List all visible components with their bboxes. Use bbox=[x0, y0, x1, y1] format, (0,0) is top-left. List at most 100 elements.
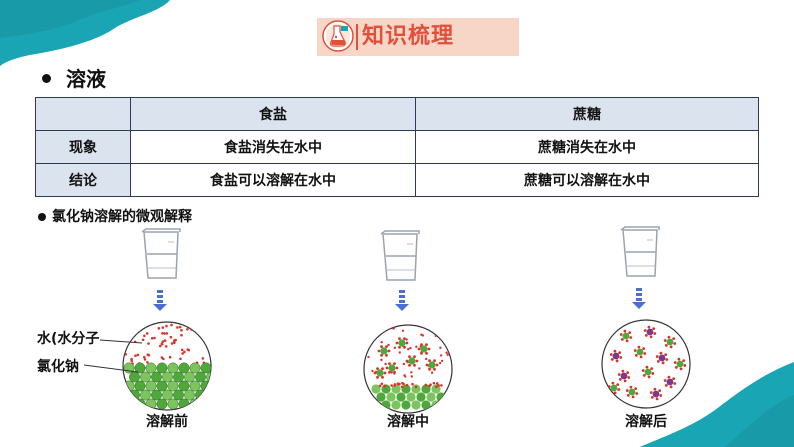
water-molecule bbox=[136, 353, 140, 357]
water-molecule bbox=[427, 347, 431, 351]
water-molecule bbox=[165, 324, 168, 328]
sodium-chloride-ion bbox=[401, 400, 411, 410]
water-molecule bbox=[647, 325, 651, 329]
water-molecule bbox=[393, 362, 396, 366]
sodium-ion bbox=[610, 384, 618, 392]
sodium-chloride-ion bbox=[391, 400, 401, 410]
water-molecule bbox=[401, 381, 404, 385]
water-molecule bbox=[173, 341, 176, 345]
arrow-down-icon bbox=[153, 290, 167, 311]
water-molecule bbox=[383, 371, 387, 375]
stage-caption: 溶解前 bbox=[146, 414, 188, 430]
water-molecule bbox=[420, 343, 423, 347]
sodium-chloride-ion bbox=[381, 400, 391, 410]
water-molecule bbox=[623, 379, 627, 383]
water-molecule bbox=[181, 352, 184, 355]
water-molecule bbox=[186, 327, 189, 331]
water-molecule bbox=[410, 375, 413, 378]
water-molecule bbox=[617, 388, 621, 391]
water-molecule bbox=[124, 352, 128, 356]
water-molecule bbox=[413, 355, 416, 359]
water-molecule bbox=[380, 345, 383, 349]
water-molecule bbox=[165, 332, 169, 335]
sodium-chloride-ion bbox=[184, 371, 195, 383]
water-molecule bbox=[656, 359, 660, 363]
table-row: 现象 食盐消失在水中 蔗糖消失在水中 bbox=[35, 130, 759, 164]
sodium-chloride-ion bbox=[178, 380, 190, 392]
water-molecule bbox=[403, 337, 406, 341]
water-molecule bbox=[430, 371, 434, 374]
water-molecule bbox=[432, 381, 436, 385]
water-molecule bbox=[664, 383, 668, 387]
water-molecule bbox=[405, 341, 409, 345]
water-molecule bbox=[411, 382, 414, 386]
water-molecule bbox=[395, 341, 399, 345]
water-molecule bbox=[679, 367, 683, 371]
water-molecule bbox=[146, 360, 149, 364]
section-bullet bbox=[42, 74, 51, 83]
water-molecule bbox=[164, 345, 168, 348]
chloride-ion bbox=[666, 378, 674, 386]
water-molecule bbox=[618, 377, 622, 381]
label-leader-lines bbox=[83, 339, 143, 373]
water-molecule bbox=[178, 325, 182, 329]
water-molecule bbox=[170, 323, 173, 327]
sodium-chloride-ion bbox=[156, 380, 168, 392]
sodium-chloride-ion bbox=[411, 384, 421, 394]
water-molecule bbox=[669, 345, 673, 349]
water-molecule bbox=[644, 333, 648, 337]
water-molecule bbox=[428, 359, 431, 363]
water-molecule bbox=[652, 327, 656, 331]
water-molecule bbox=[634, 353, 638, 357]
header-separator bbox=[356, 24, 358, 50]
sodium-chloride-ion bbox=[376, 392, 386, 402]
water-molecule bbox=[425, 343, 428, 347]
water-molecule bbox=[168, 355, 172, 359]
table-header-cell: 蔗糖 bbox=[415, 97, 759, 131]
water-molecule bbox=[610, 357, 614, 361]
water-molecule bbox=[425, 363, 429, 367]
water-molecule bbox=[161, 340, 165, 343]
water-molecule bbox=[663, 379, 667, 382]
water-molecule bbox=[397, 383, 400, 386]
table-header-cell: 食盐 bbox=[130, 97, 416, 131]
water-molecule bbox=[625, 389, 629, 392]
water-molecule bbox=[402, 362, 406, 366]
water-molecule bbox=[650, 395, 654, 399]
arrow-down-icon bbox=[395, 290, 409, 311]
beaker-icon bbox=[380, 230, 420, 281]
microscopic-view-before bbox=[122, 321, 212, 411]
sodium-chloride-ion bbox=[134, 380, 146, 392]
water-molecule bbox=[659, 394, 663, 397]
water-molecule bbox=[647, 375, 651, 379]
water-molecule bbox=[403, 345, 406, 349]
water-molecule bbox=[611, 381, 615, 385]
sodium-chloride-ion bbox=[189, 362, 201, 374]
sodium-ion bbox=[380, 347, 388, 355]
water-molecule bbox=[141, 338, 145, 342]
water-molecule bbox=[641, 369, 645, 372]
water-molecule bbox=[617, 373, 621, 376]
water-molecule bbox=[673, 361, 677, 364]
sodium-chloride-ion bbox=[134, 362, 146, 374]
water-molecule bbox=[425, 357, 428, 361]
water-molecule bbox=[371, 369, 374, 373]
water-molecule bbox=[428, 367, 431, 371]
water-molecule bbox=[380, 358, 383, 362]
sodium-ion bbox=[398, 339, 406, 347]
sodium-chloride-ion bbox=[195, 371, 206, 383]
water-molecule bbox=[384, 362, 387, 366]
water-molecule bbox=[621, 369, 625, 373]
sodium-chloride-ion bbox=[416, 392, 426, 402]
water-molecule bbox=[435, 382, 439, 385]
sodium-chloride-ion bbox=[421, 384, 431, 394]
section-title: 溶液 bbox=[66, 67, 106, 91]
water-molecule bbox=[619, 356, 623, 359]
sodium-chloride-ion bbox=[371, 384, 381, 394]
water-molecule bbox=[393, 370, 396, 374]
table-cell: 蔗糖可以溶解在水中 bbox=[415, 163, 759, 197]
water-molecule bbox=[417, 347, 421, 351]
sodium-ion bbox=[666, 338, 674, 346]
water-molecule bbox=[381, 367, 384, 371]
